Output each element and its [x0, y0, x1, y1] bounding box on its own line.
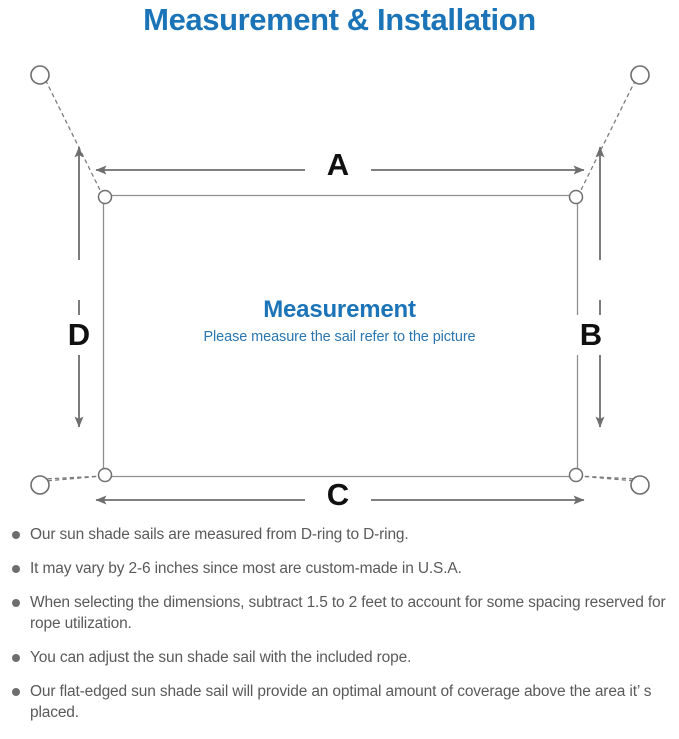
- d-ring-bottom-left-icon: [97, 467, 113, 483]
- rope-line-top-left: [44, 78, 104, 197]
- list-item-text: Our flat-edged sun shade sail will provi…: [30, 683, 652, 721]
- list-item-text: When selecting the dimensions, subtract …: [30, 594, 666, 632]
- bullet-icon: [12, 531, 20, 539]
- list-item-text: It may vary by 2-6 inches since most are…: [30, 560, 462, 577]
- list-item: It may vary by 2-6 inches since most are…: [0, 558, 679, 579]
- rope-line-bottom-right-2: [577, 475, 638, 480]
- list-item: You can adjust the sun shade sail with t…: [0, 647, 679, 668]
- shade-sail-measurement-diagram: A B C D Measurement Please measure the s…: [0, 55, 679, 515]
- list-item: When selecting the dimensions, subtract …: [0, 592, 679, 634]
- d-ring-bottom-right-icon: [568, 467, 584, 483]
- bullet-icon: [12, 565, 20, 573]
- notes-list: Our sun shade sails are measured from D-…: [0, 524, 679, 736]
- list-item: Our flat-edged sun shade sail will provi…: [0, 681, 679, 723]
- rope-lines-bottom: [43, 475, 638, 480]
- bullet-icon: [12, 654, 20, 662]
- anchor-bottom-right-icon: [630, 475, 650, 495]
- d-ring-top-right-icon: [568, 189, 584, 205]
- d-ring-top-left-icon: [97, 189, 113, 205]
- bullet-icon: [12, 599, 20, 607]
- sail-outline: [102, 194, 579, 478]
- anchor-top-right-icon: [630, 65, 650, 85]
- anchor-top-left-icon: [30, 65, 50, 85]
- rope-line-top-right: [577, 78, 637, 197]
- rope-line-bottom-left-2: [43, 475, 104, 480]
- d-rings: [97, 189, 584, 483]
- bullet-icon: [12, 688, 20, 696]
- list-item-text: Our sun shade sails are measured from D-…: [30, 526, 409, 543]
- page-title: Measurement & Installation: [143, 2, 536, 37]
- list-item: Our sun shade sails are measured from D-…: [0, 524, 679, 545]
- anchor-bottom-left-icon: [30, 475, 50, 495]
- anchor-points: [30, 65, 650, 495]
- list-item-text: You can adjust the sun shade sail with t…: [30, 649, 412, 666]
